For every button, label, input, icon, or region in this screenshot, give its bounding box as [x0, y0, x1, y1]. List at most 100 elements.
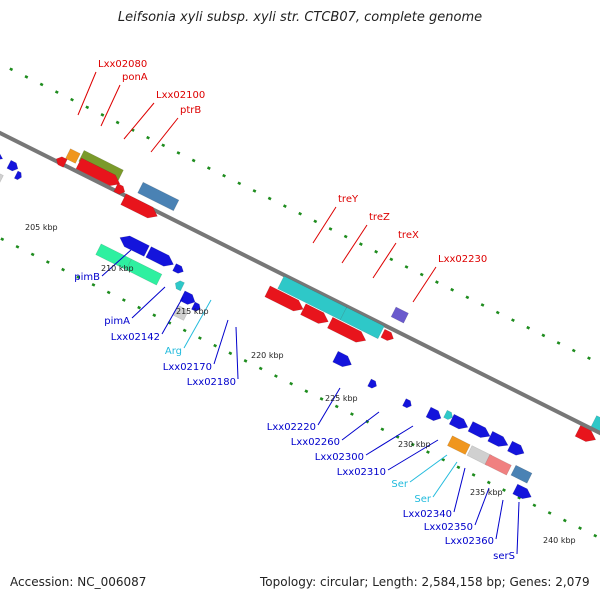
outer-tick [252, 189, 257, 193]
outer-tick [358, 242, 363, 246]
outer-tick [24, 75, 29, 79]
light_gray-gene-feature [0, 173, 4, 183]
inner-tick [137, 305, 142, 310]
bottom-gene-label: Lxx02310 [337, 467, 386, 478]
accession-text: Accession: NC_006087 [10, 575, 147, 589]
inner-tick [456, 465, 461, 470]
inner-tick [76, 275, 81, 280]
inner-tick [334, 404, 339, 409]
blue-gene-feature [448, 413, 469, 430]
light_gray-gene-feature [466, 445, 493, 466]
red-gene-feature [75, 157, 121, 187]
bottom-gene-label: Lxx02180 [187, 377, 236, 388]
bottom-gene-label-leader [453, 467, 466, 513]
outer-tick [100, 113, 105, 117]
outer-tick [267, 196, 272, 201]
outer-tick [146, 135, 150, 140]
top-gene-label: Lxx02230 [438, 254, 487, 265]
outer-tick [435, 280, 439, 284]
top-gene-label-leader [412, 266, 437, 303]
bottom-gene-label-leader [432, 461, 458, 498]
blue-gene-feature [512, 483, 532, 500]
bottom-gene-label-leader [101, 249, 132, 277]
outer-tick [419, 272, 424, 277]
outer-tick [526, 325, 531, 330]
top-gene-label: Lxx02100 [156, 90, 205, 101]
inner-tick [61, 267, 65, 272]
outer-tick [404, 265, 409, 269]
top-gene-label: Lxx02080 [98, 59, 147, 70]
top-gene-label: treX [398, 230, 419, 241]
bottom-gene-label-leader [516, 501, 520, 555]
blue-gene-feature [172, 263, 184, 274]
inner-tick [30, 252, 35, 257]
genome-backbone [0, 130, 600, 436]
inner-tick [532, 503, 537, 508]
outer-tick [313, 219, 318, 224]
top-gene-label-leader [150, 117, 179, 153]
bottom-gene-label: Lxx02170 [163, 362, 212, 373]
blue-gene-feature [179, 290, 196, 305]
bottom-gene-label-leader [213, 319, 229, 365]
top-gene-label-leader [372, 242, 397, 279]
outer-tick [70, 97, 74, 102]
blue-gene-feature [13, 170, 22, 181]
pink-gene-feature [484, 454, 512, 476]
inner-tick [593, 533, 598, 538]
inner-tick [106, 290, 111, 295]
inner-tick [197, 336, 202, 340]
outer-tick [222, 173, 226, 178]
top-gene-label: ptrB [180, 105, 201, 116]
bottom-gene-label-leader [317, 387, 341, 426]
bottom-gene-label: Ser [414, 494, 432, 505]
top-gene-label: treZ [369, 212, 390, 223]
inner-tick [578, 526, 582, 530]
inner-tick [182, 328, 187, 333]
blue-gene-feature [332, 350, 352, 368]
outer-tick [191, 158, 196, 163]
top-gene-label-leader [77, 71, 97, 116]
bottom-gene-label: Arg [165, 346, 182, 357]
outer-tick [374, 249, 379, 254]
bottom-gene-label-leader [387, 439, 439, 471]
inner-tick [258, 366, 263, 371]
teal-gene-feature [339, 306, 385, 340]
top-gene-label-leader [100, 84, 121, 127]
red-gene-feature [120, 193, 158, 219]
orange-gene-feature [65, 148, 81, 164]
scale-label: 210 kbp [101, 264, 134, 273]
inner-tick [350, 412, 354, 416]
inner-tick [426, 450, 430, 454]
inner-tick [486, 480, 491, 485]
outer-tick [511, 318, 515, 322]
red-gene-feature [380, 328, 394, 341]
outer-tick [176, 151, 181, 155]
inner-tick [502, 488, 506, 492]
outer-tick [328, 227, 333, 231]
blue-gene-feature [487, 430, 509, 447]
red-gene-feature [264, 285, 304, 312]
outer-tick [282, 204, 287, 208]
blue-gene-feature [506, 440, 525, 456]
outer-tick [115, 120, 120, 125]
scale-label: 240 kbp [543, 536, 576, 545]
bottom-gene-label-leader [235, 326, 239, 380]
bottom-gene-label: Lxx02142 [111, 332, 160, 343]
inner-tick [243, 359, 248, 363]
inner-tick [471, 473, 476, 477]
bottom-gene-label-leader [131, 286, 166, 319]
inner-tick [319, 397, 324, 401]
blue-gene-feature [402, 398, 412, 409]
scale-label: 220 kbp [251, 351, 284, 360]
bottom-gene-label: pimB [74, 272, 100, 283]
scale-label: 235 kbp [470, 488, 503, 497]
blue-gene-feature [0, 153, 4, 160]
outer-tick [39, 82, 44, 87]
gene-features [0, 148, 600, 500]
teal-gene-feature [443, 409, 453, 420]
gene-labels: Lxx02080ponALxx02100ptrBtreYtreZtreXLxx0… [74, 59, 515, 562]
inner-tick [304, 389, 309, 394]
inner-tick [0, 237, 5, 242]
scale-label: 230 kbp [398, 440, 431, 449]
bottom-gene-label: Lxx02360 [445, 536, 494, 547]
